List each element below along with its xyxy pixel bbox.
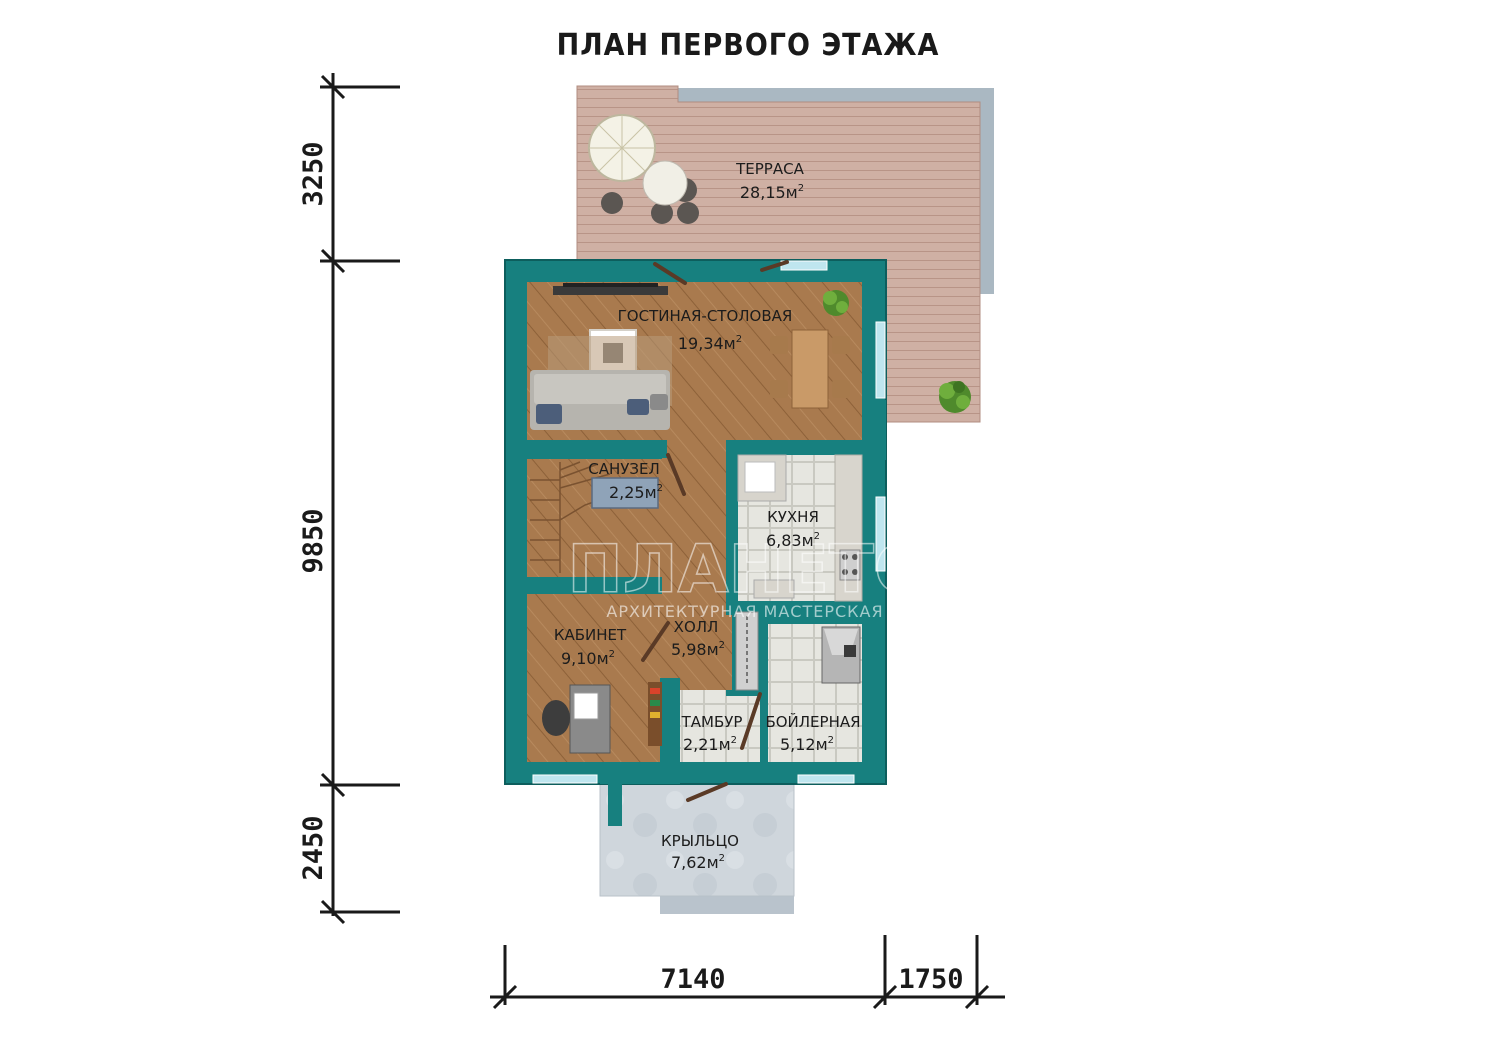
watermark-subtitle: АРХИТЕКТУРНАЯ МАСТЕРСКАЯ bbox=[606, 602, 883, 621]
boiler-area: 5,12м2 bbox=[780, 735, 834, 754]
office-area: 9,10м2 bbox=[561, 649, 615, 668]
boiler-icon bbox=[821, 626, 861, 684]
dining-table-icon bbox=[770, 329, 850, 409]
dimension-left bbox=[320, 73, 400, 925]
terrace-name: ТЕРРАСА bbox=[735, 160, 804, 178]
dim-terrace-depth: 3250 bbox=[298, 141, 329, 206]
terrace-area: 28,15м2 bbox=[740, 183, 804, 202]
porch-area: 7,62м2 bbox=[671, 853, 725, 872]
hall-name: ХОЛЛ bbox=[674, 618, 719, 636]
living-area: 19,34м2 bbox=[678, 334, 742, 353]
interior-walls bbox=[527, 400, 886, 762]
wardrobe-icon bbox=[735, 611, 759, 691]
tv-console bbox=[553, 283, 668, 295]
porch bbox=[599, 769, 795, 914]
vestibule-name: ТАМБУР bbox=[681, 713, 743, 731]
boiler-name: БОЙЛЕРНАЯ bbox=[765, 712, 860, 731]
dimension-bottom bbox=[490, 935, 1005, 1010]
vestibule-area: 2,21м2 bbox=[683, 735, 737, 754]
sofa-icon bbox=[530, 370, 670, 430]
hall-area: 5,98м2 bbox=[671, 640, 725, 659]
porch-post bbox=[608, 770, 622, 826]
patio-umbrella-icon bbox=[588, 114, 699, 224]
desk-icon bbox=[542, 682, 662, 754]
watermark-logo: ПЛАНЕТС bbox=[568, 531, 923, 608]
kitchen-name: КУХНЯ bbox=[767, 508, 819, 526]
potted-plant-icon bbox=[823, 290, 849, 316]
bathroom-name: САНУЗЕЛ bbox=[588, 460, 660, 478]
bathroom-area: 2,25м2 bbox=[609, 483, 663, 502]
staircase-icon bbox=[530, 461, 659, 573]
dim-porch-depth: 2450 bbox=[298, 815, 329, 880]
living-name: ГОСТИНАЯ-СТОЛОВАЯ bbox=[618, 307, 793, 325]
windows bbox=[532, 260, 886, 784]
kitchen-area: 6,83м2 bbox=[766, 531, 820, 550]
vestibule-floor bbox=[680, 690, 760, 762]
porch-name: КРЫЛЬЦО bbox=[661, 832, 739, 850]
plan-title: ПЛАН ПЕРВОГО ЭТАЖА bbox=[557, 28, 940, 63]
office-name: КАБИНЕТ bbox=[554, 626, 627, 644]
hall-floor bbox=[662, 440, 732, 690]
potted-plant-icon bbox=[939, 381, 971, 413]
doors bbox=[641, 260, 789, 802]
dim-terrace-width: 1750 bbox=[898, 964, 963, 995]
dim-house-width: 7140 bbox=[660, 964, 725, 995]
kitchen-counters bbox=[737, 454, 863, 602]
dim-house-depth: 9850 bbox=[298, 508, 329, 573]
